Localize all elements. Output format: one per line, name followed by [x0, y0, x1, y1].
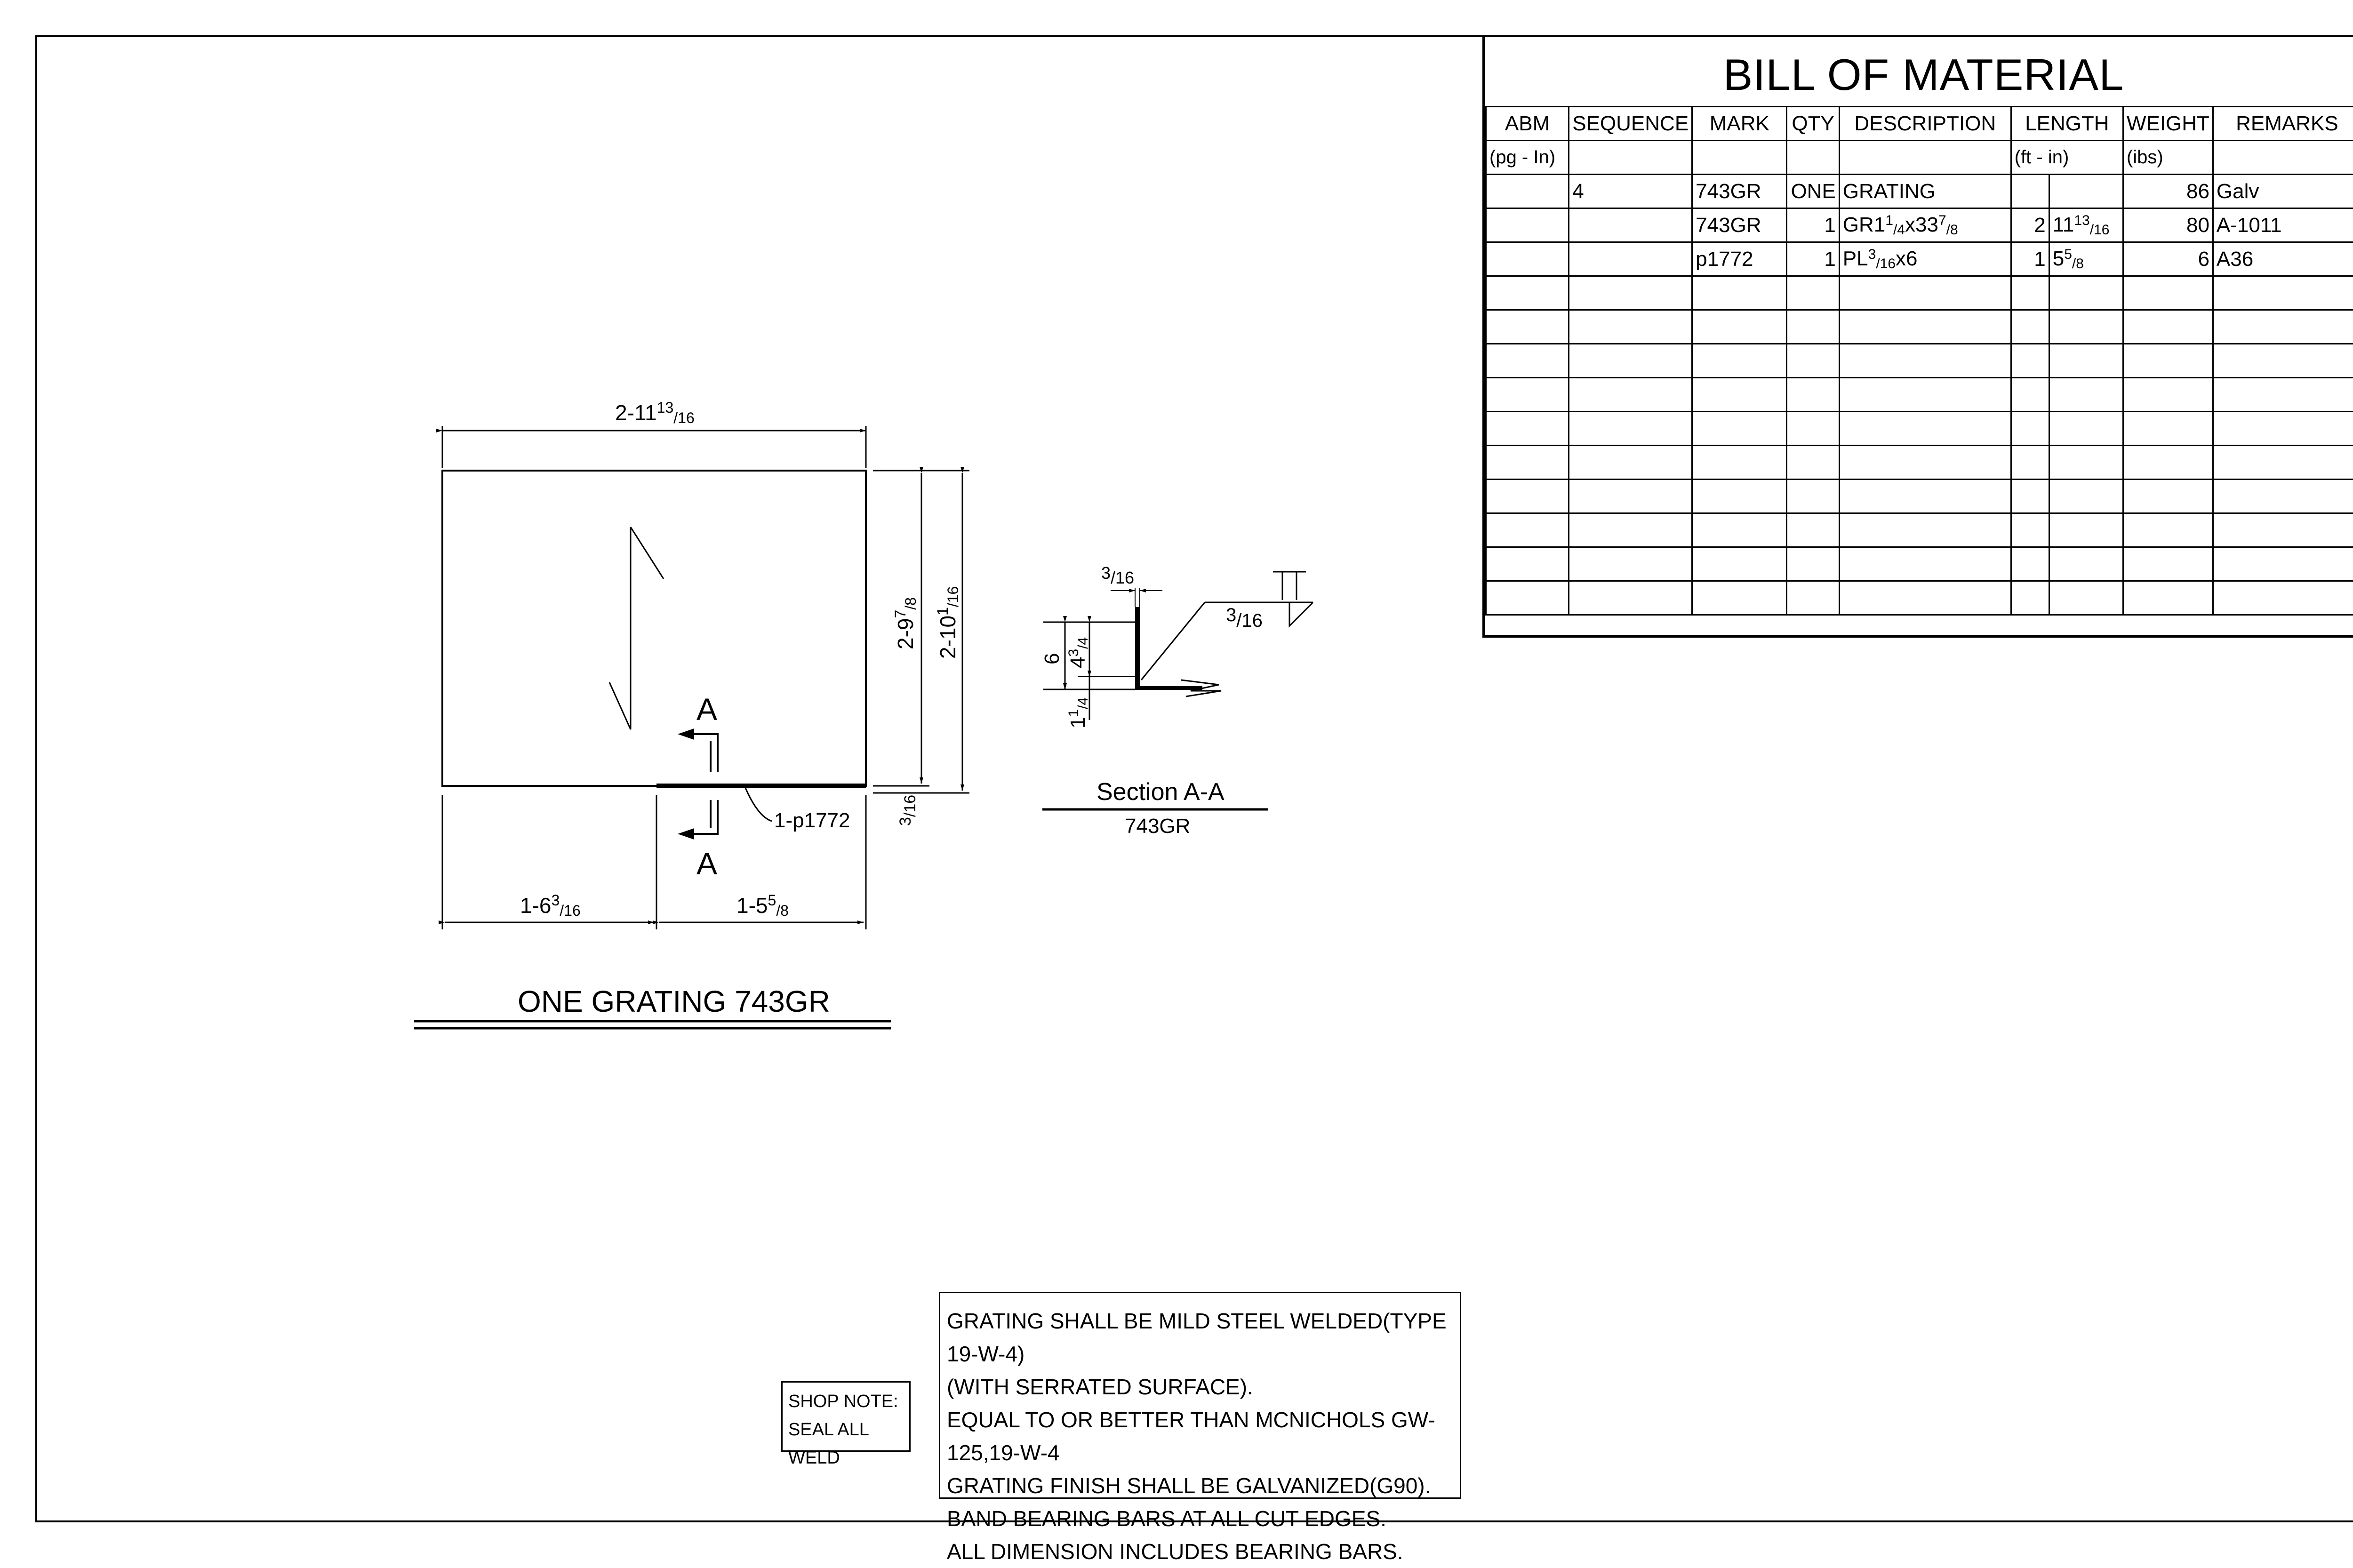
dim-top: 2-1113/16 — [615, 399, 695, 426]
shop-note-title: SHOP NOTE: — [788, 1387, 904, 1416]
callout-label: 1-p1772 — [774, 809, 850, 832]
dim-right-2: 2-101/16 — [934, 586, 961, 659]
plan-title: ONE GRATING 743GR — [518, 984, 830, 1018]
general-notes: GRATING SHALL BE MILD STEEL WELDED(TYPE … — [939, 1292, 1461, 1499]
section-subtitle: 743GR — [1125, 815, 1190, 838]
section-mark-bottom: A — [696, 846, 717, 881]
section-title: Section A-A — [1096, 778, 1225, 806]
note-line: BAND BEARING BARS AT ALL CUT EDGES. — [947, 1502, 1453, 1535]
shop-note-text: SEAL ALL WELD — [788, 1416, 904, 1472]
section-mark-top: A — [696, 692, 717, 727]
section-dim-top: 3/16 — [1101, 563, 1134, 587]
section-dim-43-4: 43/4 — [1066, 637, 1091, 668]
note-line: EQUAL TO OR BETTER THAN MCNICHOLS GW-125… — [947, 1403, 1453, 1469]
dim-bottom-right: 1-55/8 — [736, 892, 789, 919]
weld-size: 3/16 — [1226, 605, 1263, 631]
section-dim-6: 6 — [1040, 653, 1064, 664]
note-line: (WITH SERRATED SURFACE). — [947, 1370, 1453, 1403]
dim-right-1: 2-97/8 — [892, 597, 919, 649]
note-line: GRATING FINISH SHALL BE GALVANIZED(G90). — [947, 1469, 1453, 1502]
note-line: GRATING SHALL BE MILD STEEL WELDED(TYPE … — [947, 1304, 1453, 1370]
weld-leader — [1141, 602, 1205, 680]
callout-leader — [745, 787, 772, 821]
bearing-direction-symbol — [609, 527, 631, 729]
section-dim-11-4: 11/4 — [1066, 697, 1091, 728]
note-line: ALL DIMENSION INCLUDES BEARING BARS. — [947, 1535, 1453, 1568]
shop-note: SHOP NOTE: SEAL ALL WELD — [781, 1381, 911, 1452]
grating-outline — [442, 471, 866, 786]
dim-plate-thickness: 3/16 — [896, 795, 919, 826]
dim-bottom-left: 1-63/16 — [520, 892, 581, 919]
